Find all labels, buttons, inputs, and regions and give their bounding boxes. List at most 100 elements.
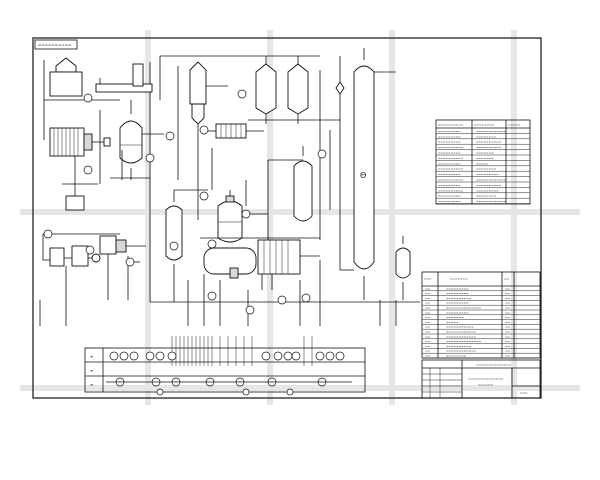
horizontal-drum [203,239,320,290]
cylinder-vessel [268,146,313,222]
drum-mill [49,127,85,157]
legend-row-desc: ========== [476,140,502,144]
hopper-equipment [55,57,77,73]
spec-row-qty: == [505,325,511,329]
receiver-vessel [395,236,411,300]
drawing-frame [32,37,542,399]
spec-row-pos: == [425,330,431,334]
spec-row-pos: == [425,296,431,300]
spec-row-qty: == [505,292,511,296]
spec-row-name: ===== [446,320,459,324]
reactor-agitated [217,190,243,243]
spec-row-name: =========== [446,325,474,329]
legend-row-desc: ========= [476,173,499,177]
legend-table: ========== ======== ===== ==============… [435,119,531,205]
legend-row-code: ========= [438,194,461,198]
spec-row-pos: == [425,354,431,358]
spec-header: == [504,277,510,281]
spec-row-name: ======= [446,316,464,320]
reactor-vessel-1 [119,100,164,180]
spec-row-qty: == [505,340,511,344]
title-block-sub: ====== [478,383,494,387]
spec-row-qty: == [505,320,511,324]
legend-row-desc: ========== [476,183,502,187]
title-block-sheet: === [520,391,528,395]
bottom-annotations [156,388,294,396]
motor [65,195,85,211]
pump-skid-1 [49,247,65,267]
title-label-box: ========== [34,39,78,50]
spec-row-pos: == [425,344,431,348]
spec-row-name: ========== [446,344,472,348]
title-block-name: ============== [468,377,504,381]
heat-exchanger [208,123,264,139]
title-block-header: ============== [476,363,512,367]
tank-small [99,235,117,255]
spec-header: ======= [450,277,468,281]
spec-row-qty: == [505,287,511,291]
spec-row-pos: == [425,325,431,329]
bottom-table-row-label: ≡ [90,354,93,359]
spec-row-qty: == [505,316,511,320]
spec-row-name: ============ [446,335,477,339]
legend-row-code: ========= [438,135,461,139]
legend-row-desc: ============ [476,129,507,133]
legend-header: ========== [438,123,464,127]
spec-row-pos: == [425,306,431,310]
column-1 [189,61,228,148]
legend-row-desc: ============ [476,178,507,182]
spec-row-qty: == [505,330,511,334]
legend-row-code: ========= [438,173,461,177]
spec-row-name: ========= [446,311,469,315]
spec-row-qty: == [505,335,511,339]
spec-row-pos: == [425,340,431,344]
spec-row-qty: == [505,344,511,348]
bottom-table-row-label: ≡ [90,368,93,373]
silo-pair [222,55,340,124]
spec-row-qty: == [505,349,511,353]
spec-row-name: ============== [446,306,482,310]
legend-row-code: ========= [438,140,461,144]
spec-row-name: ============ [446,330,477,334]
spec-row-qty: == [505,301,511,305]
spec-header: === [424,277,432,281]
spec-row-pos: == [425,335,431,339]
spec-row-name: ======== [446,354,467,358]
title-block: ============== ============== ====== === [421,359,541,399]
legend-row-code: ========== [438,178,464,182]
spec-table: === ======= == =========================… [421,271,541,359]
spec-row-pos: == [425,316,431,320]
conveyor [95,83,153,93]
column-symbol: Θ [360,171,366,180]
spec-row-name: ========= [446,287,469,291]
spec-row-name: ========= [446,301,469,305]
legend-row-desc: ============ [476,200,507,204]
legend-row-code: ========== [438,167,464,171]
left-section [42,57,153,300]
legend-row-desc: ========= [476,189,499,193]
legend-row-code: ========= [438,183,461,187]
spec-row-name: ========= [446,292,469,296]
spec-row-qty: == [505,311,511,315]
legend-row-desc: ======= [476,151,494,155]
legend-row-desc: ======== [476,135,497,139]
legend-row-code: ========== [438,189,464,193]
hopper-box [49,71,83,97]
instrument-tags [43,89,327,315]
spec-row-pos: == [425,320,431,324]
legend-row-code: ========= [438,162,461,166]
spec-row-pos: == [425,301,431,305]
legend-row-code: ========== [438,156,464,160]
legend-row-desc: ======= [476,156,494,160]
distillation-column: Θ [335,48,396,300]
spec-row-pos: == [425,311,431,315]
legend-row-desc: ========== [476,146,502,150]
spec-row-qty: == [505,306,511,310]
legend-row-desc: ======== [476,194,497,198]
pump-skid-2 [71,245,89,267]
legend-row-code: ========== [438,146,464,150]
spec-row-name: ============== [446,340,482,344]
spec-row-qty: == [505,296,511,300]
spec-row-pos: == [425,287,431,291]
